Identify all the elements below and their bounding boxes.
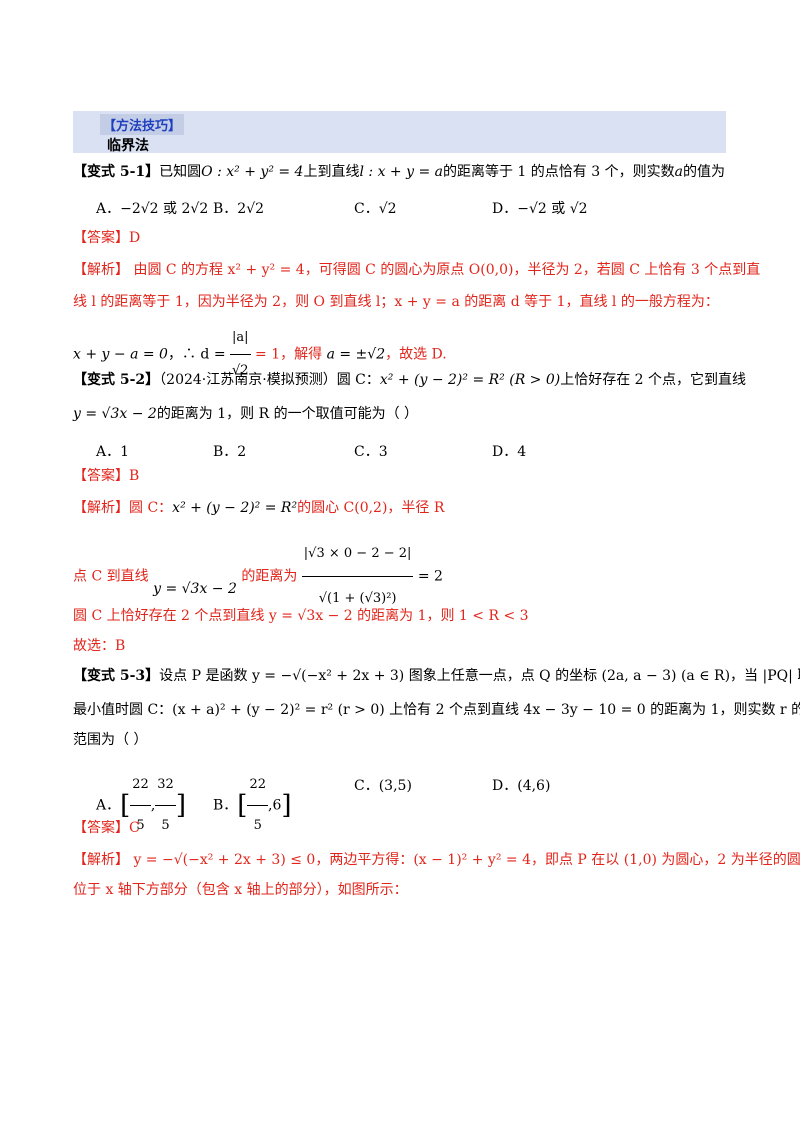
answer-5-1: 【答案】D [73,230,141,246]
problem-label: 【变式 5-1】 [73,164,160,180]
problem-5-1: 【变式 5-1】已知圆O : x² + y² = 4上到直线l : x + y … [73,164,725,180]
fraction: |a|√2 [230,322,251,387]
problem-label: 【变式 5-3】 [73,668,160,684]
problem-label: 【变式 5-2】 [73,372,160,388]
explanation-5-1-line3: x + y − a = 0，∴ d = |a|√2 = 1，解得 a = ±√2… [73,322,447,387]
answer-5-2: 【答案】B [73,468,140,484]
fraction: |√3 × 0 − 2 − 2|√(1 + (√3)²) [301,532,414,621]
method-tag: 【方法技巧】 [100,114,185,135]
option-a: A．−2√2 或 2√2 [96,201,209,217]
explanation-5-3-line2: 位于 x 轴下方部分（包含 x 轴上的部分），如图所示： [73,882,408,898]
option-b: B．2√2 [213,201,265,217]
option-b: B．2 [213,444,247,460]
explanation-5-2-line3: 圆 C 上恰好存在 2 个点到直线 y = √3x − 2 的距离为 1，则 1… [73,608,529,624]
option-a: A．1 [96,444,130,460]
section-title: 临界法 [107,138,149,154]
explanation-5-1-line1: 【解析】 由圆 C 的方程 x² + y² = 4，可得圆 C 的圆心为原点 O… [73,262,761,278]
option-c: C．(3,5) [354,778,412,794]
option-d: D．4 [492,444,527,460]
answer-5-3: 【答案】C [73,820,140,836]
option-d: D．−√2 或 √2 [492,201,588,217]
option-d: D．(4,6) [492,778,551,794]
problem-5-2-line2: y = √3x − 2的距离为 1，则 R 的一个取值可能为（ ） [73,406,419,422]
option-c: C．3 [354,444,388,460]
problem-5-3-line2: 最小值时圆 C：(x + a)² + (y − 2)² = r² (r > 0)… [73,702,800,718]
option-c: C．√2 [354,201,397,217]
explanation-5-2-line1: 【解析】圆 C：x² + (y − 2)² = R²的圆心 C(0,2)，半径 … [73,500,445,516]
explanation-5-1-line2: 线 l 的距离等于 1，因为半径为 2，则 O 到直线 l；x + y = a … [73,294,719,310]
problem-5-2-line1: 【变式 5-2】（2024·江苏南京·模拟预测）圆 C：x² + (y − 2)… [73,372,747,388]
problem-5-3-line3: 范围为（ ） [73,732,148,748]
explanation-5-2-line4: 故选：B [73,638,126,654]
explanation-5-2-line2: 点 C 到直线 y = √3x − 2 的距离为 |√3 × 0 − 2 − 2… [73,532,443,621]
problem-5-3-line1: 【变式 5-3】设点 P 是函数 y = −√(−x² + 2x + 3) 图象… [73,668,800,684]
explanation-5-3-line1: 【解析】 y = −√(−x² + 2x + 3) ≤ 0，两边平方得：(x −… [73,852,800,868]
